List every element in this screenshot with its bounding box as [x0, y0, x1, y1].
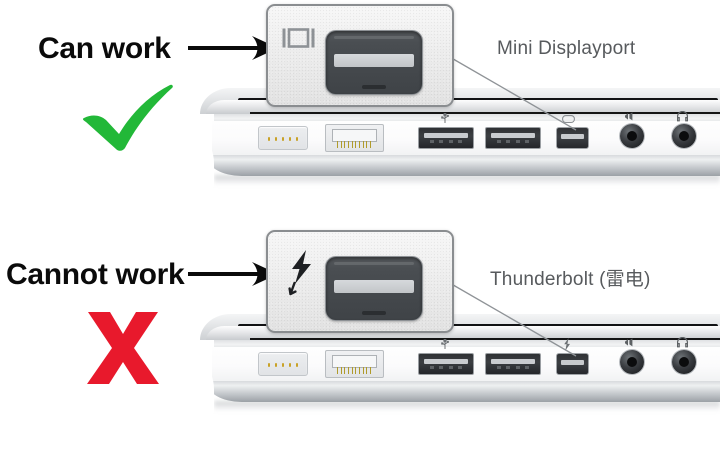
ethernet-port: [325, 350, 384, 378]
audio-in-symbol-icon: [624, 338, 638, 347]
thunderbolt-symbol-icon: [286, 250, 316, 300]
usb-symbol-icon-1: [440, 113, 450, 124]
thunderbolt-symbol-icon-small: [562, 338, 573, 351]
headphone-symbol-icon: [676, 111, 689, 122]
headphone-symbol-icon: [676, 337, 689, 348]
mini-displayport-closeup: [325, 30, 423, 95]
usb-symbol-icon-1: [440, 339, 450, 350]
verdict-label-bottom: Cannot work: [6, 258, 185, 291]
pointer-arrow-top: [188, 36, 280, 60]
usb-port-1: [418, 353, 474, 375]
port-name-label-bottom: Thunderbolt (雷电): [490, 269, 651, 290]
panel-cannot-work: Cannot work Thunderbolt (雷电): [0, 226, 720, 451]
panel-can-work: Can work Min: [0, 0, 720, 225]
magsafe-power-port: [258, 126, 308, 150]
cross-mark-icon: [84, 310, 162, 386]
usb-port-2: [485, 127, 541, 149]
thunderbolt-port-closeup: [325, 256, 423, 321]
pointer-arrow-bottom: [188, 262, 280, 286]
headphone-jack: [672, 124, 696, 148]
usb-port-1: [418, 127, 474, 149]
ethernet-port: [325, 124, 384, 152]
mini-displayport-symbol-icon-small: [562, 115, 575, 123]
callout-thunderbolt: [266, 230, 454, 333]
check-mark-icon: [78, 82, 178, 152]
magsafe-power-port: [258, 352, 308, 376]
port-name-label-top: Mini Displayport: [497, 38, 636, 59]
leader-line-top: [447, 55, 577, 131]
leader-line-bottom: [447, 281, 577, 357]
callout-mini-displayport: [266, 4, 454, 107]
audio-in-jack: [620, 350, 644, 374]
usb-port-2: [485, 353, 541, 375]
mini-displayport-symbol-icon: [282, 28, 315, 48]
headphone-jack: [672, 350, 696, 374]
audio-in-symbol-icon: [624, 112, 638, 121]
verdict-label-top: Can work: [38, 32, 171, 65]
audio-in-jack: [620, 124, 644, 148]
